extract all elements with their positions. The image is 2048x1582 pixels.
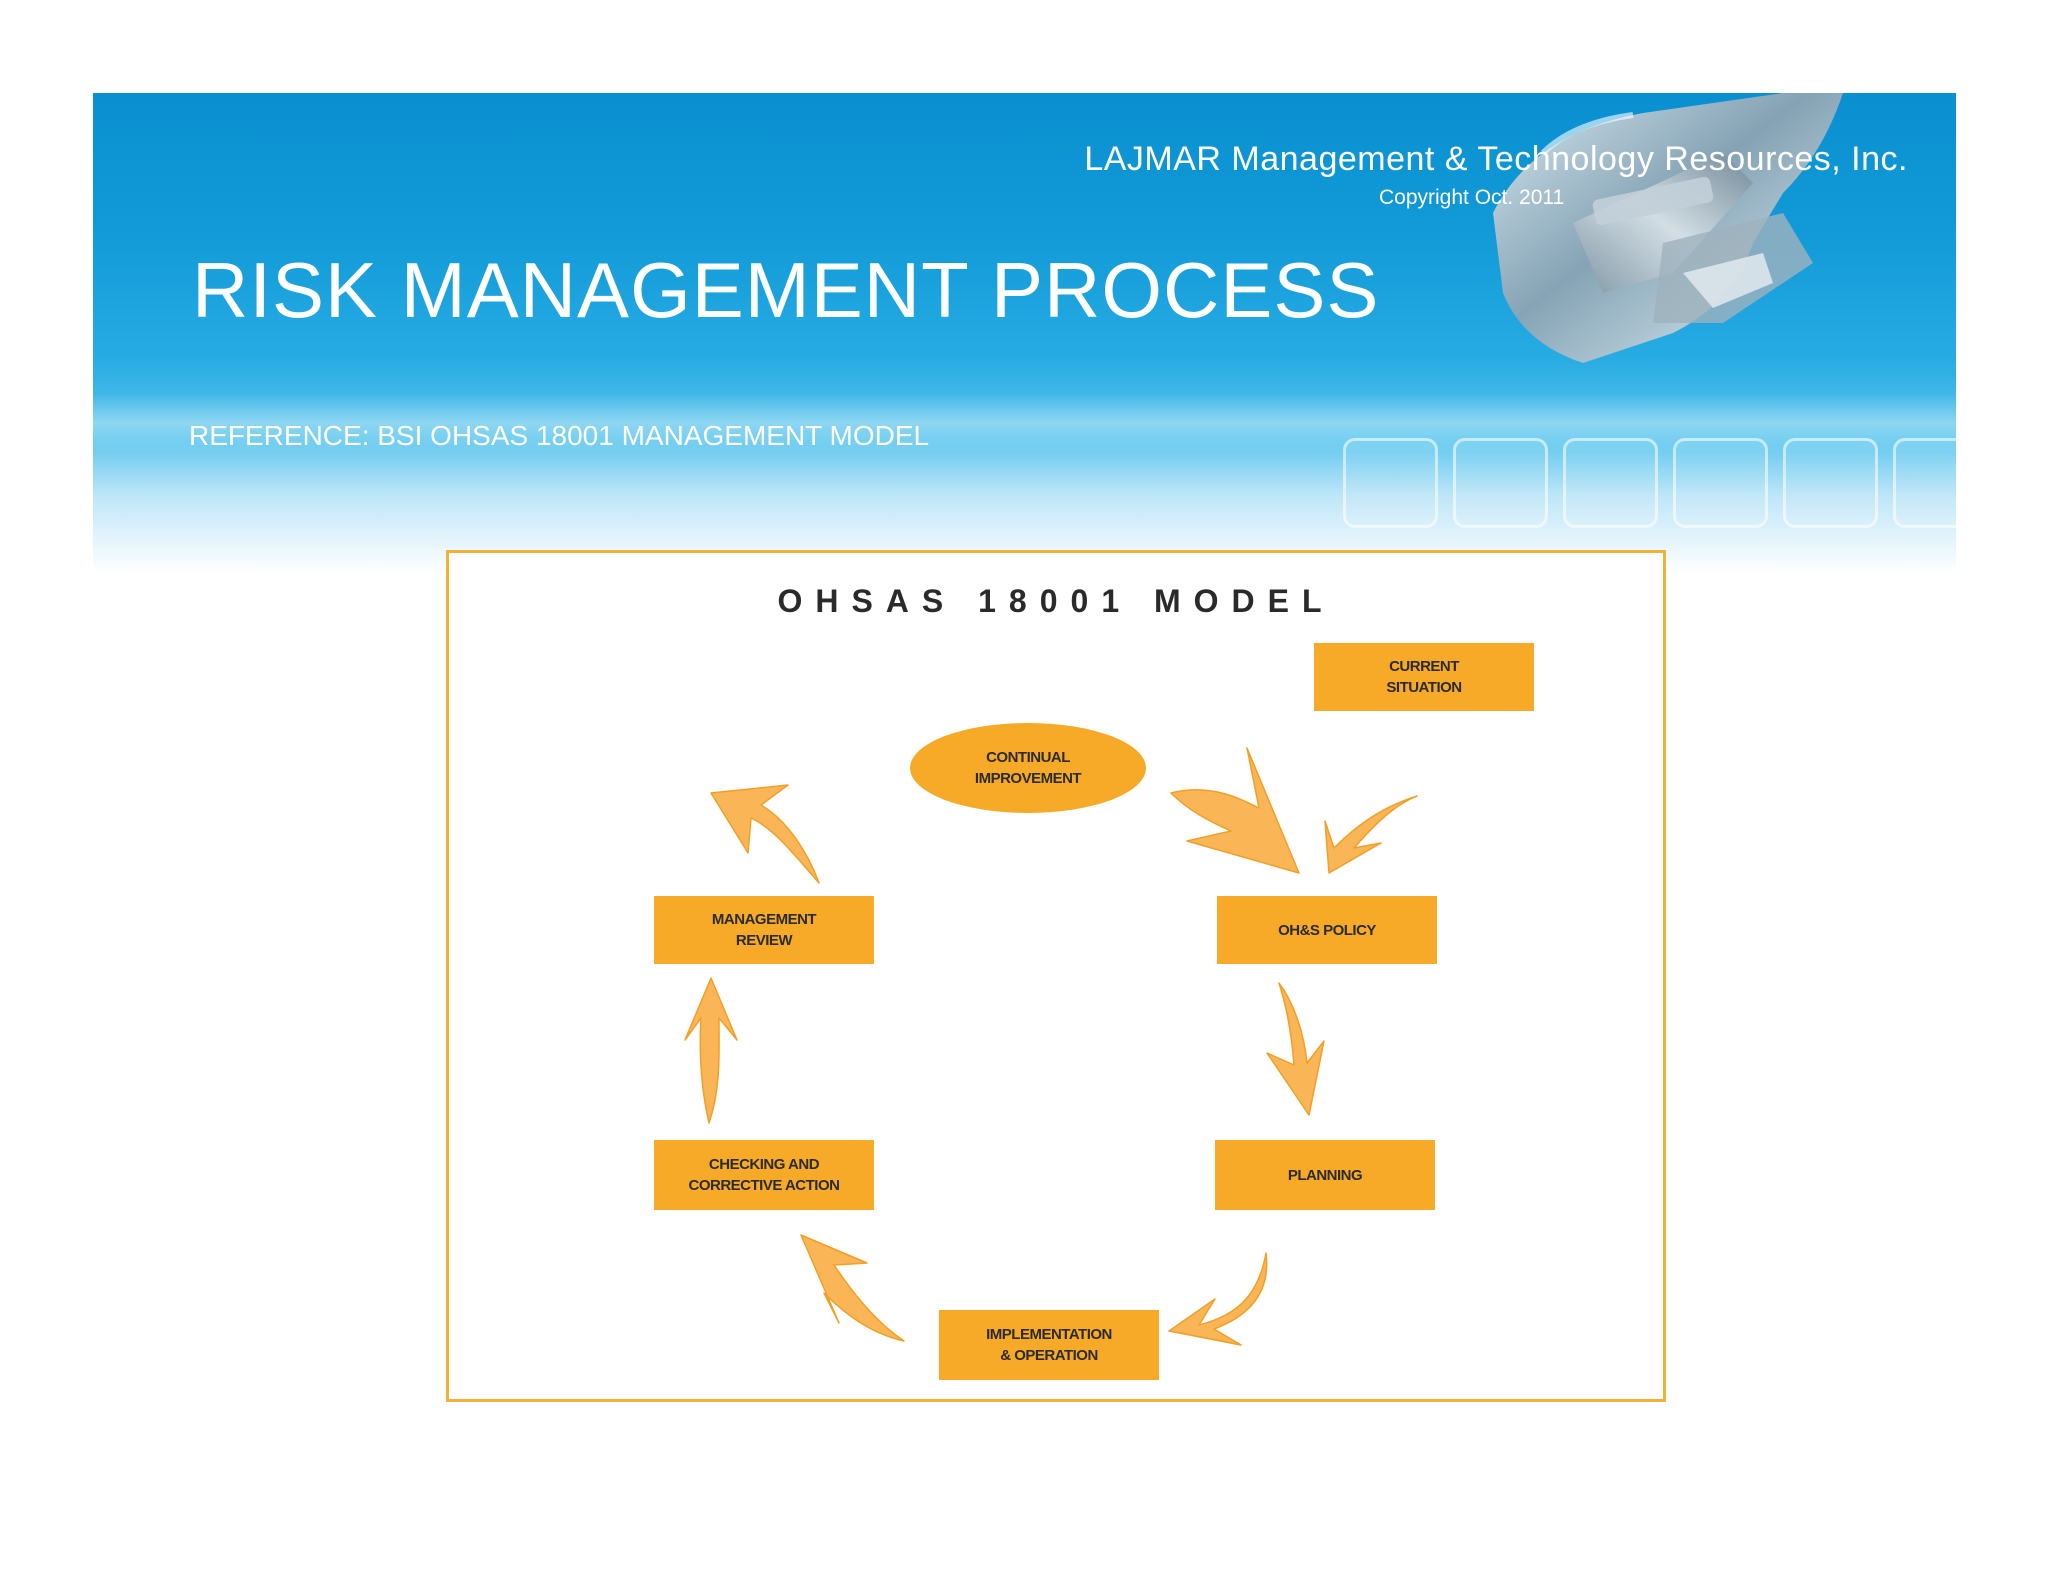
copyright-text: Copyright Oct. 2011	[1379, 186, 1565, 209]
node-management-review-label: MANAGEMENT REVIEW	[711, 911, 817, 949]
diagram-frame: OHSAS 18001 MODEL CURRENT SITUATION	[446, 550, 1666, 1402]
arrow-planning-to-implementation-icon	[1168, 1252, 1268, 1346]
node-checking-corrective-action: CHECKING AND CORRECTIVE ACTION	[654, 1140, 874, 1210]
keyboard-keys-graphic	[1343, 438, 1956, 528]
header-banner	[93, 93, 1956, 573]
node-current-situation: CURRENT SITUATION	[1314, 643, 1534, 711]
arrow-review-to-improvement-icon	[710, 784, 820, 884]
arrow-implementation-to-checking-icon	[800, 1234, 905, 1342]
node-implementation-operation: IMPLEMENTATION & OPERATION	[939, 1310, 1159, 1380]
node-continual-improvement-label: CONTINUAL IMPROVEMENT	[974, 749, 1082, 787]
node-planning: PLANNING	[1215, 1140, 1435, 1210]
cycle-arrows	[684, 747, 1418, 1346]
arrow-improvement-to-policy-icon	[1170, 747, 1300, 874]
arrow-checking-to-review-icon	[684, 977, 738, 1124]
node-ohs-policy-label: OH&S POLICY	[1278, 921, 1376, 939]
banner-glow	[93, 393, 1956, 453]
arrow-policy-to-planning-icon	[1266, 982, 1325, 1116]
node-implementation-label: IMPLEMENTATION & OPERATION	[986, 1326, 1112, 1364]
node-planning-label: PLANNING	[1287, 1166, 1363, 1184]
page-title: RISK MANAGEMENT PROCESS	[192, 246, 1380, 334]
reference-text: REFERENCE: BSI OHSAS 18001 MANAGEMENT MO…	[189, 420, 930, 451]
node-checking-label: CHECKING AND CORRECTIVE ACTION	[688, 1156, 840, 1194]
wrench-icon	[1493, 93, 1843, 363]
node-ohs-policy: OH&S POLICY	[1217, 896, 1437, 964]
company-name: LAJMAR Management & Technology Resources…	[1084, 140, 1908, 178]
node-continual-improvement: CONTINUAL IMPROVEMENT	[910, 723, 1146, 813]
node-current-situation-label: CURRENT SITUATION	[1386, 658, 1462, 696]
diagram-title: OHSAS 18001 MODEL	[777, 583, 1335, 619]
node-management-review: MANAGEMENT REVIEW	[654, 896, 874, 964]
arrow-situation-to-policy-icon	[1324, 795, 1418, 874]
